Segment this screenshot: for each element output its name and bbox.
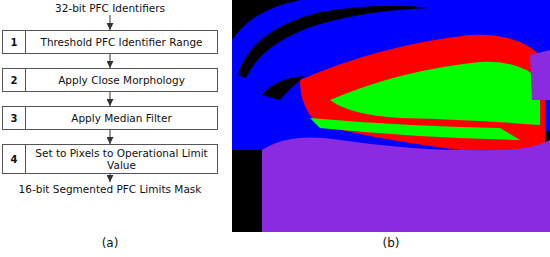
process-box: 4Set to Pixels to Operational Limit Valu… xyxy=(2,144,218,174)
step-text: Apply Median Filter xyxy=(26,107,217,129)
black-region xyxy=(262,76,305,100)
flow-arrow xyxy=(110,174,111,182)
step-text: Set to Pixels to Operational Limit Value xyxy=(26,145,217,173)
red-region xyxy=(300,35,545,155)
step-text: Threshold PFC Identifier Range xyxy=(26,31,217,53)
step-number: 2 xyxy=(3,69,26,91)
flow-arrow xyxy=(110,130,111,144)
process-box: 2Apply Close Morphology xyxy=(2,68,218,92)
background-region xyxy=(232,0,550,232)
panel-label: (a) xyxy=(102,236,119,250)
green-region xyxy=(310,118,520,140)
purple-region xyxy=(262,138,550,232)
black-region xyxy=(232,150,262,232)
panel-label: (b) xyxy=(383,236,400,250)
step-number: 4 xyxy=(3,145,26,173)
flow-arrow xyxy=(110,92,111,106)
process-box: 3Apply Median Filter xyxy=(2,106,218,130)
flow-terminal-text: 32-bit PFC Identifiers xyxy=(55,2,165,14)
step-text: Apply Close Morphology xyxy=(26,69,217,91)
flow-arrow xyxy=(110,15,111,30)
flow-terminal-text: 16-bit Segmented PFC Limits Mask xyxy=(19,183,202,195)
purple-region xyxy=(530,50,550,100)
step-number: 1 xyxy=(3,31,26,53)
green-region xyxy=(330,62,540,125)
process-box: 1Threshold PFC Identifier Range xyxy=(2,30,218,54)
step-number: 3 xyxy=(3,107,26,129)
flow-arrow xyxy=(110,54,111,68)
